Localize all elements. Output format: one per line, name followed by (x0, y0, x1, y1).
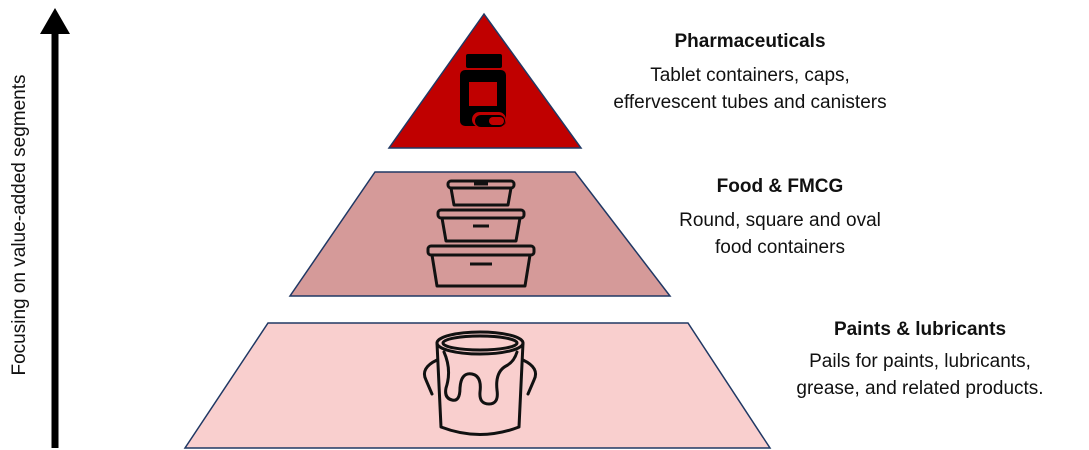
tier-title: Food & FMCG (716, 176, 844, 197)
pyramid-tier-bottom (183, 322, 772, 449)
medicine-bottle-icon (460, 54, 506, 127)
axis-label: Focusing on value-added segments (9, 74, 30, 376)
tier-label-pharmaceuticals: Pharmaceuticals Tablet containers, caps,… (560, 30, 940, 116)
tier-description-line: Pails for paints, lubricants, (809, 351, 1031, 372)
vertical-arrow (40, 8, 70, 448)
paint-bucket-icon (422, 330, 538, 436)
tier-description-line: grease, and related products. (796, 378, 1044, 399)
tier-label-food-fmcg: Food & FMCG Round, square and oval food … (620, 175, 940, 261)
tier-description-line: Tablet containers, caps, (650, 65, 850, 86)
pyramid-tier-middle (288, 171, 672, 297)
tier-description-line: food containers (715, 237, 845, 258)
tier-description-line: Round, square and oval (679, 210, 881, 231)
stacked-food-containers-icon (426, 179, 536, 288)
tier-title: Pharmaceuticals (674, 31, 826, 52)
tier-title: Paints & lubricants (833, 319, 1007, 340)
tier-label-paints-lubricants: Paints & lubricants Pails for paints, lu… (760, 318, 1080, 402)
tier-description-line: effervescent tubes and canisters (613, 92, 887, 113)
